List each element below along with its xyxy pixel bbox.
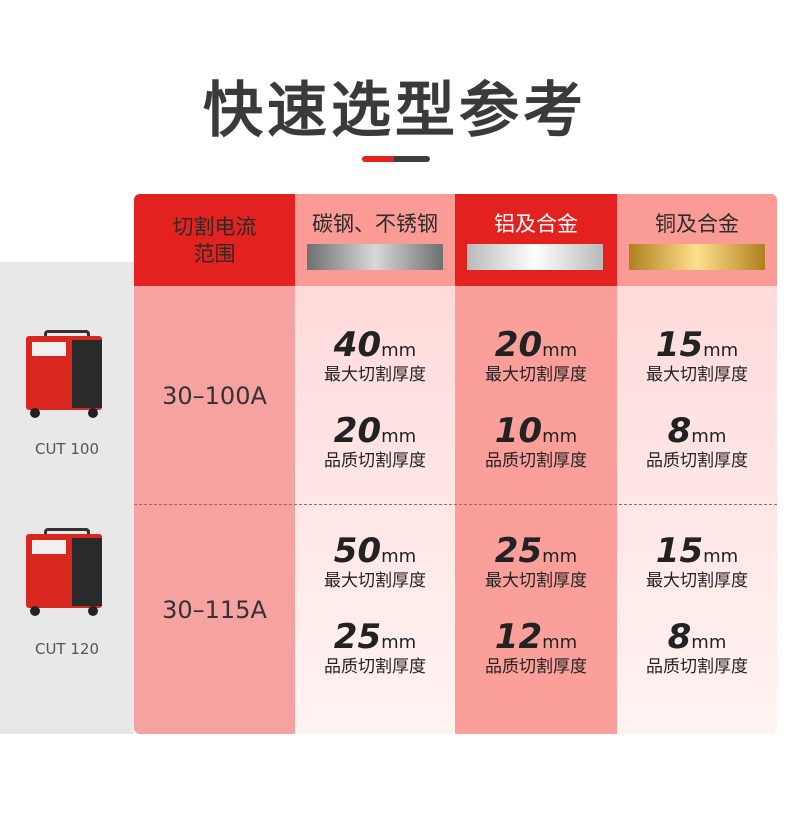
cell-cu-quality-row1: 8mm 品质切割厚度 — [646, 411, 748, 471]
model-label-cut120: CUT 120 — [34, 640, 99, 658]
cell-cu-quality-row2: 8mm 品质切割厚度 — [646, 617, 748, 677]
row-divider — [134, 504, 777, 505]
header-aluminum-label: 铝及合金 — [494, 212, 578, 236]
header-steel-label: 碳钢、不锈钢 — [312, 212, 438, 236]
cell-steel-quality-row1: 20mm 品质切割厚度 — [324, 411, 426, 471]
title-underline-gray — [394, 156, 430, 162]
cell-cu-max-row1: 15mm 最大切割厚度 — [646, 325, 748, 385]
cell-al-quality-row2: 12mm 品质切割厚度 — [485, 617, 587, 677]
header-range-line1: 切割电流 — [172, 215, 257, 239]
welder-image-cut120 — [26, 528, 108, 616]
cell-al-max-row2: 25mm 最大切割厚度 — [485, 531, 587, 591]
model-label-cut100: CUT 100 — [34, 440, 99, 458]
cell-al-quality-row1: 10mm 品质切割厚度 — [485, 411, 587, 471]
copper-swatch — [629, 244, 765, 270]
model-panel: CUT 100 CUT 120 — [0, 262, 134, 734]
range-row1: 30–100A — [162, 382, 267, 410]
cell-steel-max-row1: 40mm 最大切割厚度 — [324, 325, 426, 385]
cell-al-max-row1: 20mm 最大切割厚度 — [485, 325, 587, 385]
page-title: 快速选型参考 — [203, 76, 587, 146]
range-row2: 30–115A — [162, 596, 267, 624]
aluminum-swatch — [467, 244, 603, 270]
header-aluminum: 铝及合金 — [455, 194, 617, 286]
selection-table: 切割电流 范围 碳钢、不锈钢 铝及合金 铜及合金 30–100A 40mm 最大… — [134, 194, 777, 734]
cell-steel-max-row2: 50mm 最大切割厚度 — [324, 531, 426, 591]
header-copper-label: 铜及合金 — [655, 212, 739, 236]
header-range: 切割电流 范围 — [134, 194, 295, 286]
header-steel: 碳钢、不锈钢 — [295, 194, 455, 286]
title-underline-red — [362, 156, 394, 162]
header-copper: 铜及合金 — [617, 194, 777, 286]
header-range-line2: 范围 — [193, 242, 236, 266]
cell-cu-max-row2: 15mm 最大切割厚度 — [646, 531, 748, 591]
steel-swatch — [307, 244, 443, 270]
cell-steel-quality-row2: 25mm 品质切割厚度 — [324, 617, 426, 677]
welder-image-cut100 — [26, 330, 108, 418]
